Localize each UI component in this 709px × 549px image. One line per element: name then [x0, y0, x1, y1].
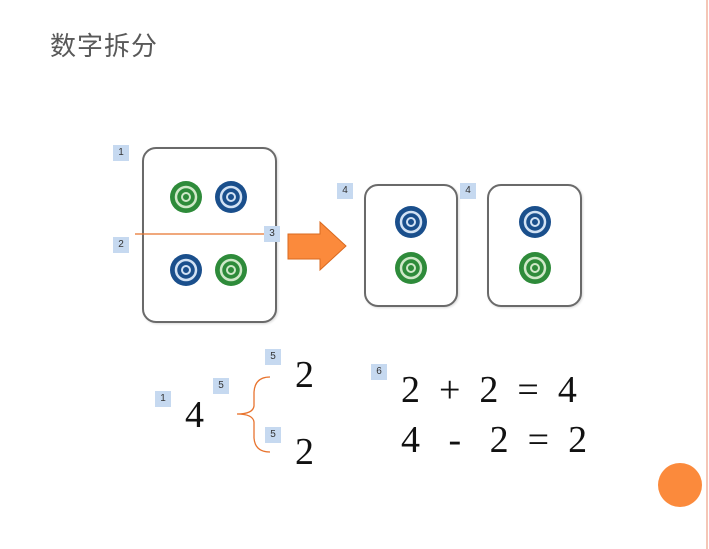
animation-tag: 5: [265, 427, 281, 443]
green-dot-icon: [393, 250, 429, 286]
brace-icon: [236, 376, 271, 453]
animation-tag: 6: [371, 364, 387, 380]
animation-tag: 5: [213, 378, 229, 394]
whole-number: 4: [185, 394, 204, 436]
animation-tag: 2: [113, 237, 129, 253]
green-dot-icon: [213, 252, 249, 288]
domino-card-two-left: [364, 184, 458, 307]
animation-tag: 4: [337, 183, 353, 199]
green-dot-icon: [517, 250, 553, 286]
animation-tag: 5: [265, 349, 281, 365]
decorative-orange-circle: [658, 463, 702, 507]
animation-tag: 4: [460, 183, 476, 199]
animation-tag: 1: [113, 145, 129, 161]
blue-dot-icon: [517, 204, 553, 240]
blue-dot-icon: [213, 179, 249, 215]
part-number-bottom: 2: [295, 431, 314, 473]
domino-card-four: [142, 147, 277, 323]
green-dot-icon: [168, 179, 204, 215]
blue-dot-icon: [168, 252, 204, 288]
animation-tag: 3: [264, 226, 280, 242]
slide-border-line: [706, 0, 708, 549]
blue-dot-icon: [393, 204, 429, 240]
equation-addition: 2 + 2 = 4: [401, 369, 577, 411]
animation-tag: 1: [155, 391, 171, 407]
part-number-top: 2: [295, 354, 314, 396]
equation-subtraction: 4 - 2 = 2: [401, 419, 588, 461]
domino-card-two-right: [487, 184, 582, 307]
slide-title: 数字拆分: [50, 32, 159, 62]
arrow-right-icon: [287, 220, 347, 272]
